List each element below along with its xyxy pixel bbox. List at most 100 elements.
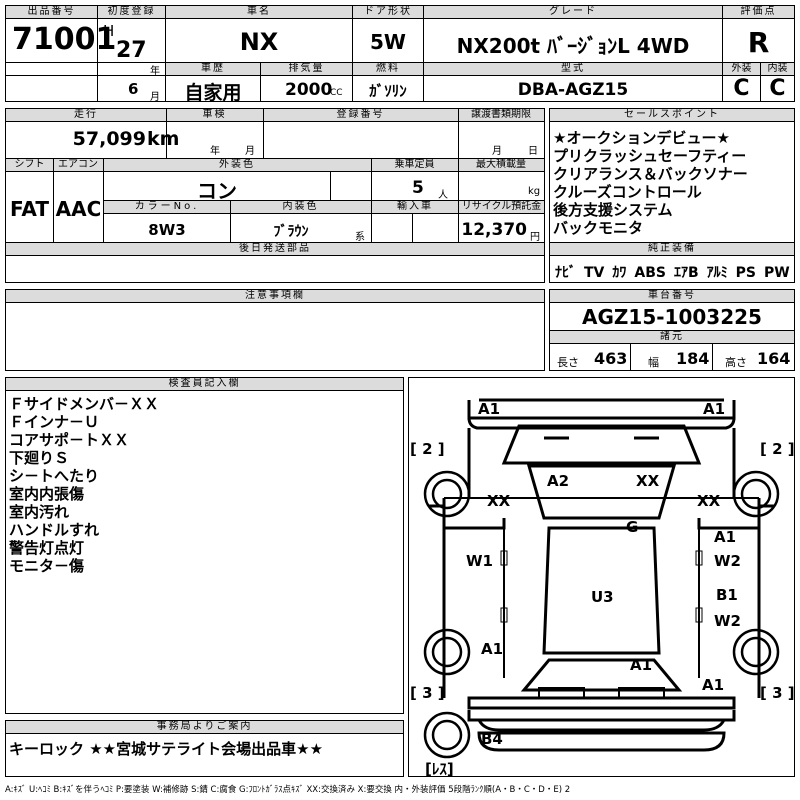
- displacement-unit: CC: [330, 88, 343, 98]
- damage-label-xx_r: XX: [697, 492, 721, 510]
- inspector-item: 室内汚れ: [9, 503, 70, 521]
- header-block: [5, 5, 795, 102]
- equipment-item: PW: [764, 265, 790, 281]
- equipment-item: ｶﾜ: [612, 265, 627, 281]
- capacity-unit: 人: [438, 190, 448, 201]
- damage-label-a1_cb: A1: [630, 656, 653, 674]
- import-label: 輸入車: [372, 201, 458, 214]
- inspection-year-unit: 年: [210, 146, 220, 157]
- sales-points-block: [549, 108, 795, 283]
- model-label: 型式: [424, 63, 722, 76]
- damage-label-a1_rm: A1: [714, 528, 737, 546]
- registration-label: 登録番号: [263, 109, 458, 122]
- mileage-value: 57,099: [72, 128, 146, 150]
- inspection-label: 車検: [166, 109, 263, 122]
- damage-label-a1_tl: A1: [478, 400, 501, 418]
- ac-value: AAC: [55, 197, 102, 221]
- score-label: 評価点: [723, 6, 794, 19]
- damage-label-xx_l: XX: [487, 492, 511, 510]
- displacement-value: 2000: [285, 80, 333, 100]
- inspector-item: コアサポ－トＸＸ: [9, 431, 130, 449]
- inspector-item: シ－トへたり: [9, 467, 100, 485]
- office-notice-block: [5, 720, 404, 777]
- color-no-label: カラーNo.: [104, 201, 230, 214]
- sales-points-label: セールスポイント: [550, 109, 794, 122]
- damage-label-w2_2: W2: [714, 612, 741, 630]
- length-label: 長さ: [557, 356, 579, 369]
- capacity-label: 乗車定員: [371, 159, 458, 172]
- equipment-item: ｱﾙﾐ: [706, 265, 728, 281]
- inspector-item: Ｆサイドメンバ－ＸＸ: [9, 395, 160, 413]
- load-label: 最大積載量: [458, 159, 544, 172]
- interior-value: C: [769, 76, 786, 101]
- damage-label-b3_l: [ 3 ]: [410, 684, 445, 702]
- damage-label-b2_l: [ 2 ]: [410, 440, 445, 458]
- shift-label: シフト: [6, 159, 53, 172]
- length-value: 463: [594, 349, 628, 368]
- transfer-month-unit: 月: [492, 146, 502, 157]
- width-value: 184: [676, 349, 710, 368]
- damage-label-a2: A2: [547, 472, 570, 490]
- grade-value: NX200t ﾊﾞｰｼﾞｮﾝL 4WD: [456, 34, 690, 58]
- equipment-item: TV: [584, 265, 605, 281]
- damage-label-a1_lb: A1: [481, 640, 504, 658]
- sales-point-item: クリアランス＆バックソナー: [553, 165, 748, 183]
- inspector-item: Ｆインナ－Ｕ: [9, 413, 100, 431]
- office-notice-text: キーロック ★★宮城サテライト会場出品車★★: [9, 740, 324, 758]
- exterior-label: 外装: [723, 63, 760, 76]
- shift-value: FAT: [10, 197, 49, 221]
- width-label: 幅: [648, 356, 659, 369]
- equipment-label: 純正装備: [550, 243, 794, 256]
- first-reg-month: 6: [128, 80, 139, 98]
- inspector-label: 検査員記入欄: [6, 378, 403, 391]
- office-notice-label: 事務局よりご案内: [6, 721, 403, 734]
- damage-label-w2_1: W2: [714, 552, 741, 570]
- inspector-item: 警告灯点灯: [9, 539, 85, 557]
- equipment-item: ｴｱB: [673, 265, 699, 281]
- specs-label: 諸元: [550, 331, 794, 344]
- inspection-month-unit: 月: [245, 146, 255, 157]
- year-unit: 年: [150, 66, 160, 77]
- chassis-label: 車台番号: [550, 290, 794, 303]
- inspector-item: ハンドルすれ: [9, 521, 100, 539]
- height-label: 高さ: [725, 356, 747, 369]
- era-value: H: [103, 22, 115, 40]
- sales-point-item: プリクラッシュセーフティー: [553, 147, 747, 165]
- recycle-value: 12,370: [461, 220, 527, 240]
- legend-text: A:ｷｽﾞ U:ﾍｺﾐ B:ｷｽﾞを伴うﾍｺﾐ P:要塗装 W:補修跡 S:錆 …: [5, 785, 571, 795]
- displacement-label: 排気量: [261, 63, 352, 76]
- chassis-value: AGZ15-1003225: [582, 305, 762, 329]
- color-value: コン: [197, 179, 237, 203]
- score-value: R: [747, 26, 770, 59]
- equipment-item: PS: [735, 265, 756, 281]
- damage-label-a1_tr: A1: [703, 400, 726, 418]
- door-label: ドア形状: [353, 6, 423, 19]
- car-name: NX: [239, 28, 279, 56]
- damage-label-b4: B4: [481, 730, 503, 748]
- capacity-value: 5: [412, 178, 424, 198]
- interior-label: 内装: [761, 63, 794, 76]
- inspector-item: 室内内張傷: [9, 485, 85, 503]
- recycle-unit: 円: [530, 232, 540, 243]
- car-outline-svg: [423, 398, 780, 759]
- height-value: 164: [757, 349, 791, 368]
- color-label: 外装色: [103, 159, 371, 172]
- car-name-label: 車名: [166, 6, 352, 19]
- car-diagram: [408, 377, 795, 777]
- sales-point-item: クルーズコントロール: [553, 183, 702, 201]
- first-reg-label: 初度登録: [98, 6, 165, 19]
- ac-label: エアコン: [53, 159, 103, 172]
- damage-label-res: [ﾚｽ]: [425, 760, 454, 778]
- history-label: 車歴: [166, 63, 260, 76]
- mileage-unit: km: [147, 128, 180, 150]
- inspector-item: 下廻りＳ: [9, 449, 70, 467]
- recycle-label: リサイクル預託金: [459, 201, 544, 214]
- transfer-label: 譲渡書類期限: [458, 109, 544, 122]
- damage-label-b2_r: [ 2 ]: [760, 440, 795, 458]
- load-unit: kg: [528, 186, 541, 197]
- model-value: DBA-AGZ15: [517, 80, 629, 100]
- vehicle-details-block: [5, 108, 545, 283]
- month-unit: 月: [150, 92, 160, 103]
- sales-points-list: ★オークションデビュー★プリクラッシュセーフティークリアランス＆バックソナークル…: [553, 129, 748, 237]
